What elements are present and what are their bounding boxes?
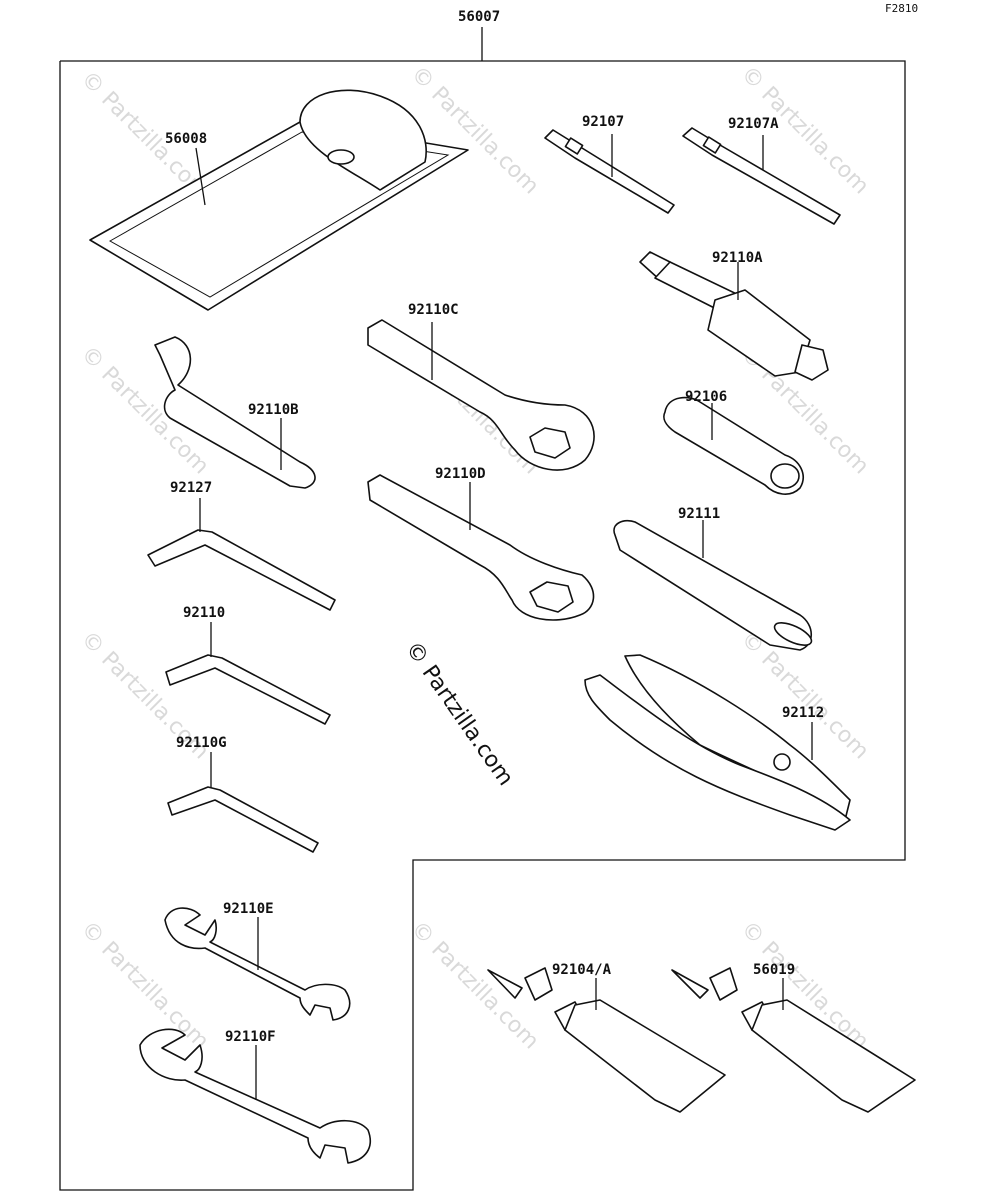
- part-label-92107: 92107: [582, 114, 624, 130]
- part-92110b-hook-wrench: 92110B: [154, 336, 316, 489]
- reference-code: F2810: [885, 2, 918, 15]
- part-92110a-box-spanner: 92110A: [639, 250, 829, 381]
- part-92110-hex-key: 92110: [165, 605, 331, 725]
- assembly-label: 56007: [458, 9, 500, 25]
- watermark: © Partzilla.com: [406, 62, 544, 200]
- part-92110f-open-end-wrench: 92110F: [139, 1028, 372, 1164]
- part-label-92110f: 92110F: [225, 1029, 276, 1045]
- part-label-92110a: 92110A: [712, 250, 763, 266]
- part-label-56008: 56008: [165, 131, 207, 147]
- part-92110e-open-end-wrench: 92110E: [164, 901, 351, 1021]
- part-label-92111: 92111: [678, 506, 720, 522]
- part-92112-pliers: 92112: [584, 654, 851, 831]
- part-92127-hex-key: 92127: [147, 480, 336, 611]
- part-label-56019: 56019: [753, 962, 795, 978]
- part-92107-screwdriver-bit: 92107: [544, 114, 675, 214]
- part-label-92104a: 92104/A: [552, 962, 612, 978]
- part-label-92110c: 92110C: [408, 302, 459, 318]
- part-92111-extension-bar: 92111: [613, 506, 813, 651]
- part-92107a-screwdriver-bit: 92107A: [682, 116, 841, 225]
- part-label-92112: 92112: [782, 705, 824, 721]
- part-92110g-hex-key: 92110G: [167, 735, 319, 853]
- part-label-92110e: 92110E: [223, 901, 274, 917]
- central-watermark: © Partzilla.com: [400, 637, 518, 790]
- part-92104a-grease-tube: 92104/A: [487, 962, 726, 1113]
- part-label-92106: 92106: [685, 389, 727, 405]
- part-92110d-ring-wrench: 92110D: [367, 466, 595, 621]
- part-label-92107a: 92107A: [728, 116, 779, 132]
- part-label-92110b: 92110B: [248, 402, 299, 418]
- part-92106-screwdriver-handle: 92106: [663, 389, 804, 495]
- part-92110c-ring-wrench: 92110C: [367, 302, 595, 471]
- watermark: © Partzilla.com: [406, 917, 544, 1055]
- part-label-92110g: 92110G: [176, 735, 227, 751]
- part-label-92110: 92110: [183, 605, 225, 621]
- leader-56008: [195, 147, 206, 206]
- part-56019-grease-tube: 56019: [671, 962, 916, 1113]
- part-label-92127: 92127: [170, 480, 212, 496]
- part-56008-tool-pouch: 56008: [89, 89, 469, 311]
- assembly-outline: [59, 60, 906, 1191]
- part-label-92110d: 92110D: [435, 466, 486, 482]
